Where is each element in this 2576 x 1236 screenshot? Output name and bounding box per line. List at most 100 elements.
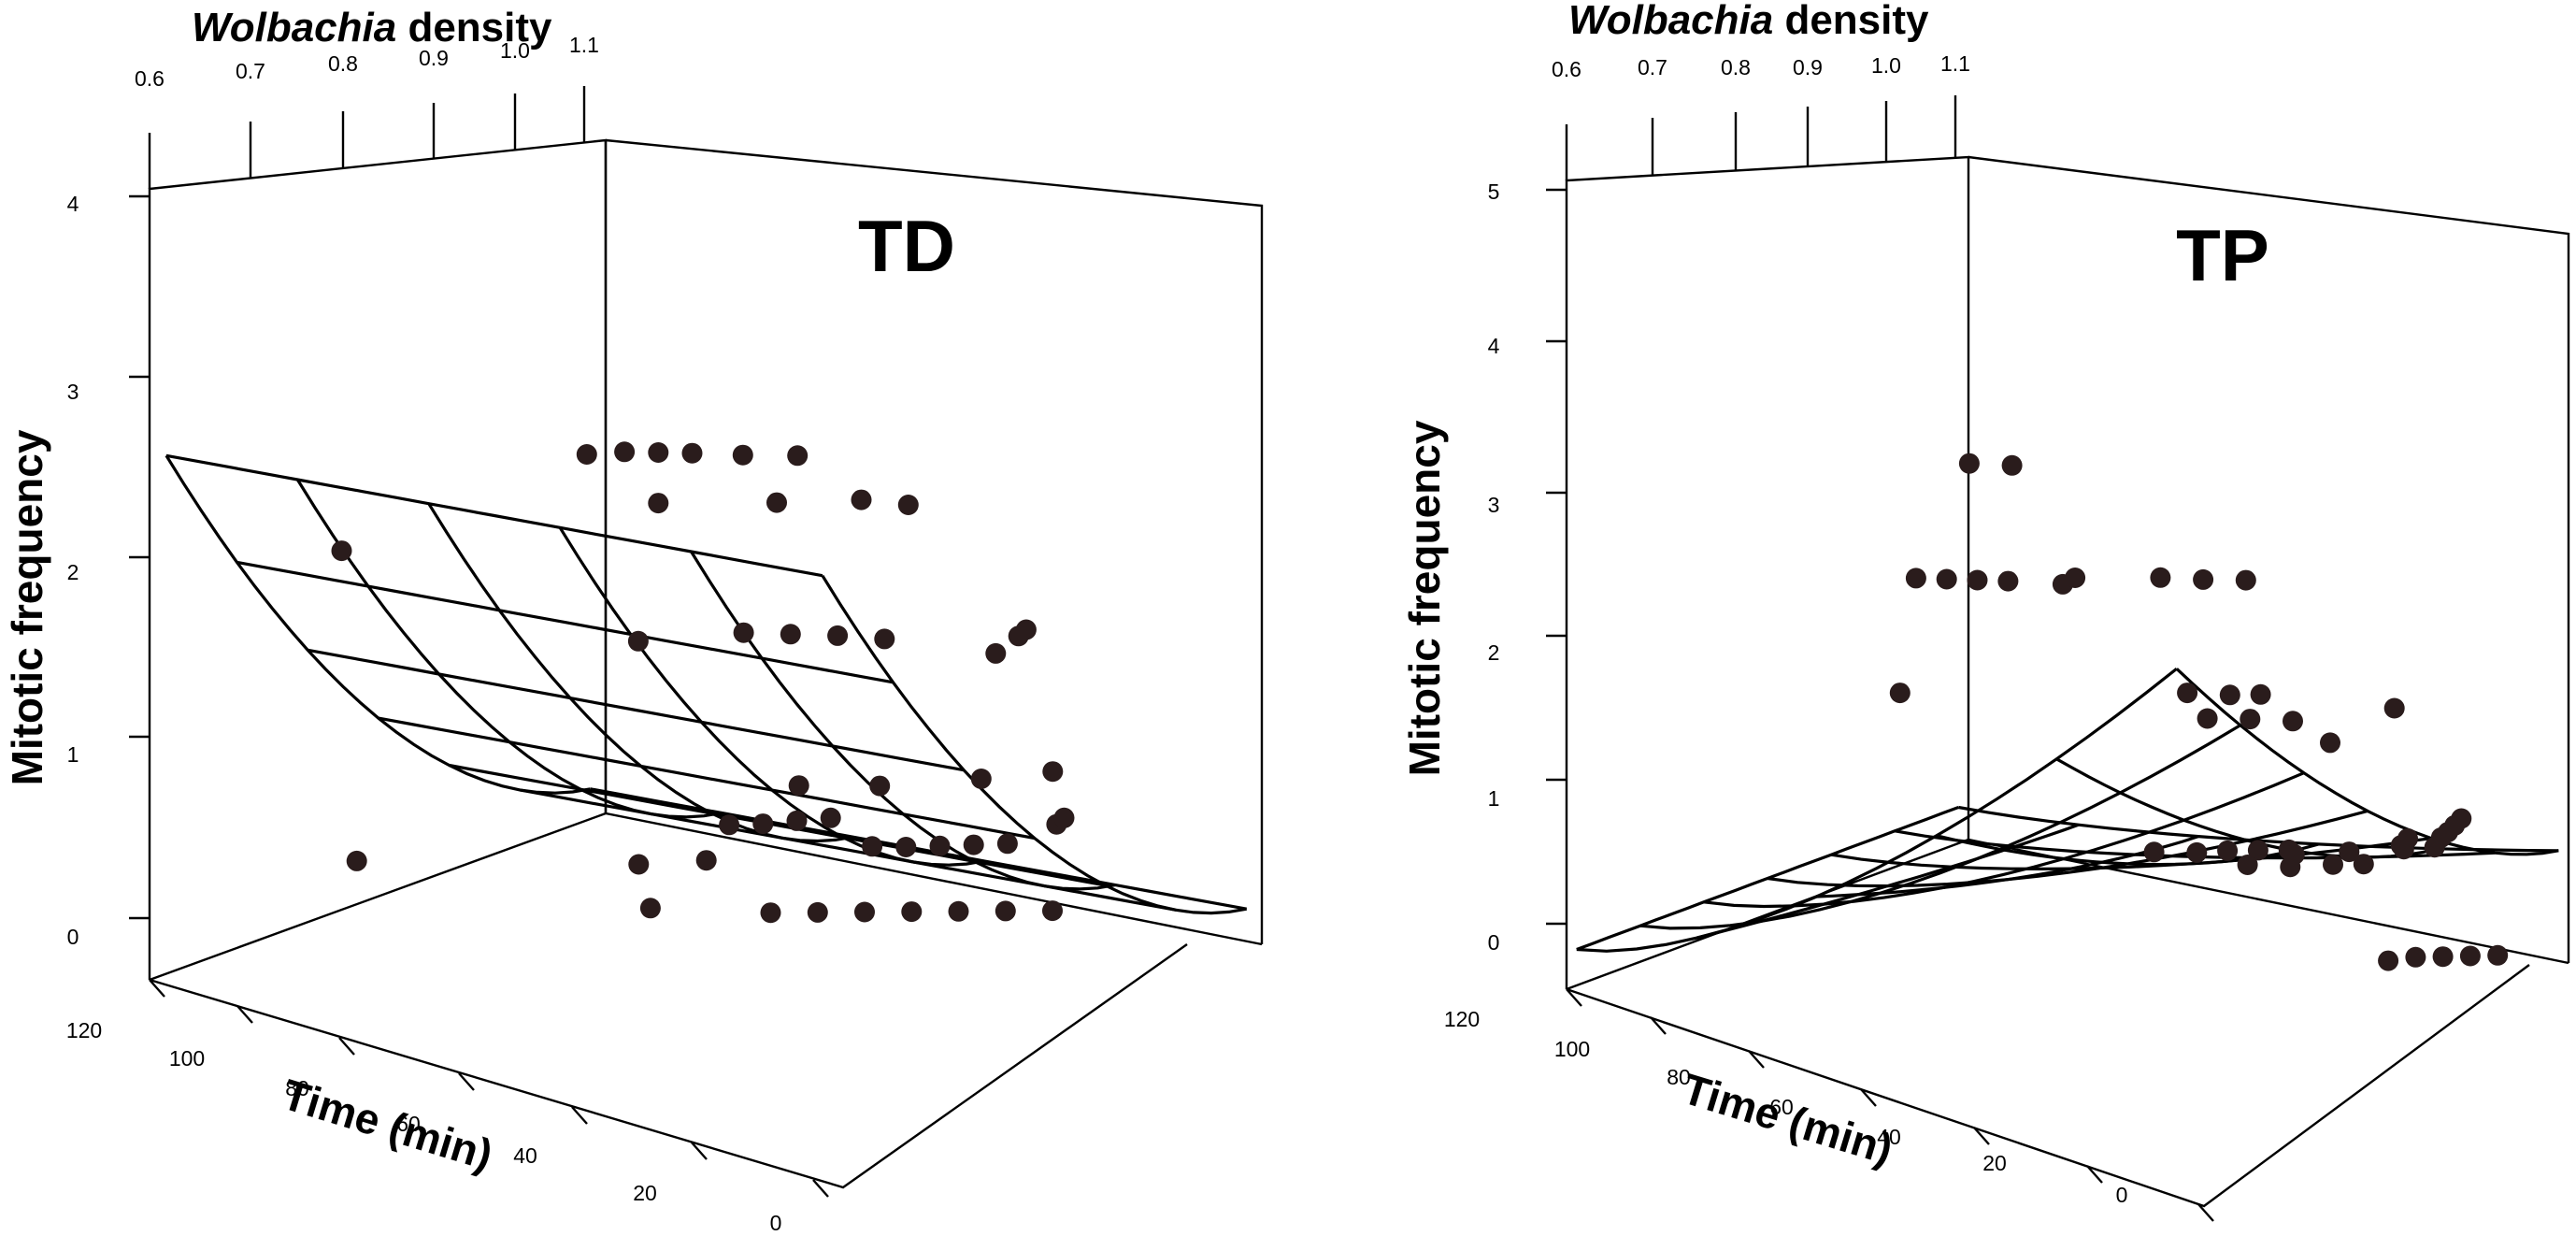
surface-grid-line (449, 763, 1106, 887)
surface-grid-line (558, 526, 985, 867)
z-ticklines (129, 194, 150, 920)
data-point (2247, 840, 2268, 861)
data-point (760, 902, 781, 924)
data-point (996, 833, 1018, 855)
data-point (948, 900, 969, 922)
data-point (2240, 709, 2261, 730)
z-tick-label: 3 (67, 380, 79, 404)
density-tick-label: 0.8 (328, 51, 358, 76)
chart-panel-tp: Wolbachia density 0.6 0.7 0.8 0.9 1.0 1.… (1400, 0, 2570, 1222)
data-point (2383, 697, 2405, 719)
density-tick-label: 1.1 (1940, 51, 1970, 76)
time-tick-label: 20 (1982, 1151, 2007, 1175)
data-points (1889, 453, 2509, 971)
panel-label: TD (858, 205, 955, 287)
data-point (2487, 944, 2509, 966)
density-tick-labels: 0.6 0.7 0.8 0.9 1.0 1.1 (1552, 51, 1970, 81)
surface-grid-line (236, 560, 894, 684)
density-axis-ticklines (148, 86, 586, 189)
data-point (639, 898, 661, 919)
surface-grid-line (165, 453, 823, 578)
surface-grid-line (2055, 757, 2440, 859)
density-axis-title-italic: Wolbachia (1568, 0, 1773, 43)
data-point (2177, 683, 2198, 704)
data-point (2150, 567, 2171, 588)
time-tick-label: 100 (169, 1046, 205, 1071)
z-tick-label: 4 (67, 192, 79, 216)
z-tick-labels: 0 1 2 3 4 5 (1488, 180, 1500, 955)
data-point (2143, 841, 2165, 863)
time-tick-label: 120 (66, 1018, 102, 1042)
data-point (1967, 569, 1988, 591)
data-point (576, 444, 597, 465)
data-point (1042, 900, 1063, 922)
data-point (970, 769, 992, 789)
z-tick-label: 1 (1488, 786, 1500, 811)
data-point (2323, 854, 2343, 875)
time-tick-label: 40 (1877, 1125, 1901, 1149)
data-point (1905, 568, 1926, 589)
x-axis-title: Time (min) (1677, 1064, 1898, 1173)
data-point (766, 492, 787, 513)
data-point (628, 854, 650, 875)
data-point (733, 622, 754, 643)
data-point (2451, 808, 2472, 829)
density-tick-label: 0.8 (1721, 55, 1751, 79)
density-tick-label: 0.6 (135, 66, 165, 91)
surface-grid-line (1816, 835, 2199, 898)
data-point (851, 489, 872, 510)
surface-grid-line (165, 454, 591, 795)
data-point (901, 901, 923, 923)
density-tick-label: 1.0 (500, 38, 530, 63)
data-point (2193, 568, 2214, 590)
data-point (1889, 683, 1911, 704)
z-ticklines (1546, 188, 1567, 926)
density-tick-label: 0.6 (1552, 57, 1581, 81)
time-tick-label: 60 (396, 1112, 421, 1136)
data-point (874, 628, 895, 650)
data-point (2378, 950, 2399, 971)
data-point (1042, 761, 1064, 783)
data-point (895, 837, 917, 857)
surface-grid-line (307, 648, 965, 772)
time-ticklines (149, 979, 829, 1198)
data-point (1015, 619, 1037, 640)
data-point (2405, 946, 2426, 968)
data-point (820, 807, 841, 828)
z-tick-label: 1 (67, 742, 79, 767)
data-point (2432, 946, 2454, 968)
density-tick-label: 0.7 (1638, 55, 1667, 79)
z-tick-label: 3 (1488, 493, 1500, 517)
data-point (2197, 708, 2218, 729)
panel-label: TP (2176, 214, 2269, 296)
density-tick-label: 0.9 (419, 46, 449, 70)
data-point (862, 836, 883, 857)
data-point (2320, 732, 2340, 754)
data-point (1958, 453, 1980, 474)
box-frame (148, 138, 1264, 1189)
data-point (2235, 569, 2256, 591)
data-point (2186, 841, 2208, 863)
surface-grid-line (519, 788, 1177, 912)
data-point (681, 442, 703, 464)
x-axis-title: Time (min) (277, 1070, 498, 1179)
time-ticklines (1566, 988, 2214, 1222)
data-point (929, 835, 951, 856)
data-point (963, 834, 984, 855)
surface-grid-line (1576, 668, 2178, 953)
density-axis-title-rest: density (1773, 0, 1929, 43)
z-tick-label: 2 (1488, 640, 1500, 665)
data-point (2250, 683, 2271, 705)
surface-grid-line (590, 787, 1247, 911)
time-tick-label: 40 (513, 1143, 537, 1168)
time-tick-labels: 120 100 80 60 40 20 0 (66, 1018, 782, 1235)
time-tick-label: 0 (770, 1211, 782, 1235)
z-axis-title: Mitotic frequency (1400, 420, 1449, 776)
data-point (752, 813, 774, 835)
data-point (2217, 840, 2239, 861)
density-tick-label: 1.0 (1871, 53, 1901, 78)
z-tick-label: 4 (1488, 334, 1500, 358)
data-point (788, 775, 809, 797)
z-tick-label: 2 (67, 560, 79, 584)
